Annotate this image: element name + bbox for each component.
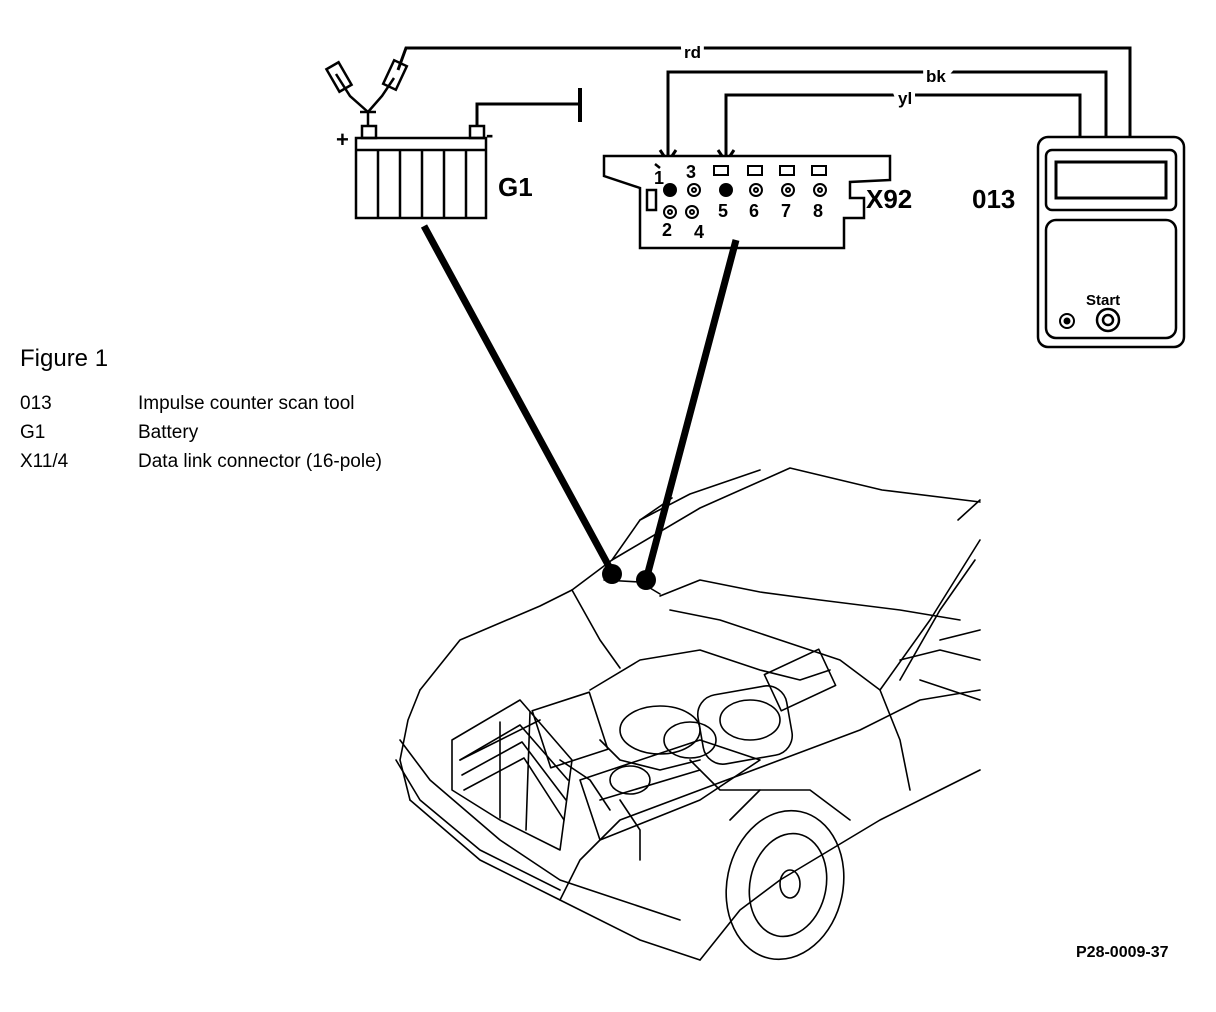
- legend-row: 013 Impulse counter scan tool: [20, 389, 382, 418]
- pin-label-7: 7: [781, 201, 791, 221]
- pin-5-contact: [719, 183, 733, 197]
- start-button-icon: [1095, 307, 1121, 333]
- wire-black: [666, 70, 1108, 137]
- wire-red-label: rd: [684, 43, 701, 62]
- connector-location-dot: [636, 570, 656, 590]
- wire-black-label: bk: [926, 67, 946, 86]
- wire-yellow-label: yl: [898, 89, 912, 108]
- wire-yellow: [724, 93, 1082, 137]
- pin-label-6: 6: [749, 201, 759, 221]
- scan-tool-led-icon: [1059, 313, 1075, 329]
- scan-tool: [1036, 135, 1186, 349]
- pin-label-3: 3: [686, 162, 696, 182]
- legend-row: G1 Battery: [20, 418, 382, 447]
- pin-label-4: 4: [694, 222, 704, 242]
- battery-clamps: [324, 58, 409, 126]
- start-button-label: Start: [1086, 292, 1120, 309]
- pin-label-5: 5: [718, 201, 728, 221]
- battery-minus-sign: -: [486, 122, 493, 147]
- legend-description: Impulse counter scan tool: [138, 392, 355, 414]
- wire-red: [396, 46, 1132, 137]
- scan-tool-label: 013: [972, 184, 1015, 214]
- battery-location-dot: [602, 564, 622, 584]
- pin-1-contact: [663, 183, 677, 197]
- legend-description: Battery: [138, 421, 199, 443]
- figure-caption: Figure 1 013 Impulse counter scan tool G…: [20, 345, 382, 476]
- battery: [354, 124, 488, 220]
- legend-description: Data link connector (16-pole): [138, 450, 382, 472]
- ground-wire: [475, 88, 582, 126]
- leader-lines: [420, 224, 740, 581]
- car-illustration: [395, 467, 981, 961]
- pin-label-8: 8: [813, 201, 823, 221]
- connector-x92: [602, 154, 892, 250]
- connector-label: X92: [866, 184, 912, 214]
- battery-label: G1: [498, 172, 533, 202]
- legend-code: X11/4: [20, 450, 69, 472]
- reference-number: P28-0009-37: [1076, 944, 1169, 961]
- pin-label-1: 1: [654, 168, 664, 188]
- legend-row: X11/4 Data link connector (16-pole): [20, 447, 382, 476]
- legend-code: G1: [20, 421, 46, 443]
- pin-label-2: 2: [662, 220, 672, 240]
- legend-code: 013: [20, 392, 52, 414]
- connector-pin-sockets: [663, 165, 827, 219]
- figure-title: Figure 1: [20, 345, 109, 372]
- battery-plus-sign: +: [336, 127, 349, 152]
